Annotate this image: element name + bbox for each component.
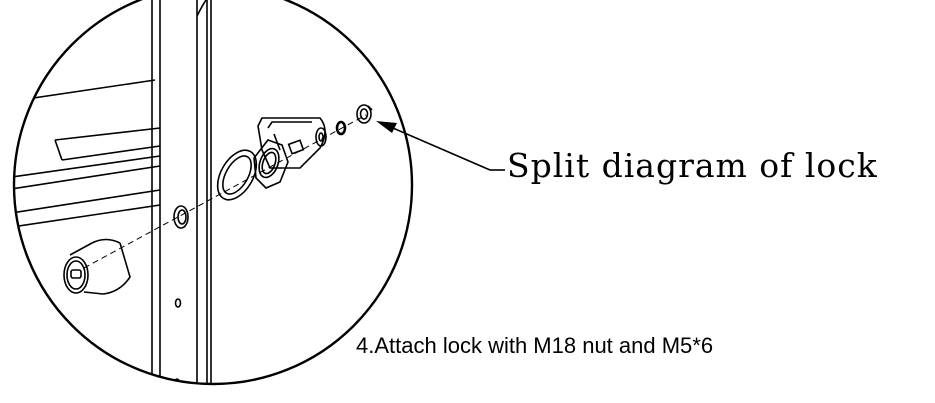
door-frame bbox=[151, 0, 212, 384]
cam-plate bbox=[257, 117, 326, 169]
lock-cylinder bbox=[63, 238, 131, 295]
gasket-ring bbox=[216, 149, 258, 201]
top-leader-line bbox=[196, 0, 207, 17]
washer bbox=[315, 127, 327, 147]
detail-circle bbox=[12, 0, 414, 386]
spring-washer bbox=[335, 120, 347, 136]
callout-arrow bbox=[376, 121, 505, 171]
frame-hole-upper bbox=[174, 298, 182, 308]
callout-label: Split diagram of lock bbox=[507, 146, 878, 185]
m5-screw bbox=[356, 104, 373, 124]
step-caption: 4.Attach lock with M18 nut and M5*6 bbox=[356, 333, 714, 358]
cabinet-rails bbox=[14, 79, 161, 229]
hex-nut bbox=[253, 139, 289, 189]
frame-lock-hole bbox=[173, 205, 189, 229]
